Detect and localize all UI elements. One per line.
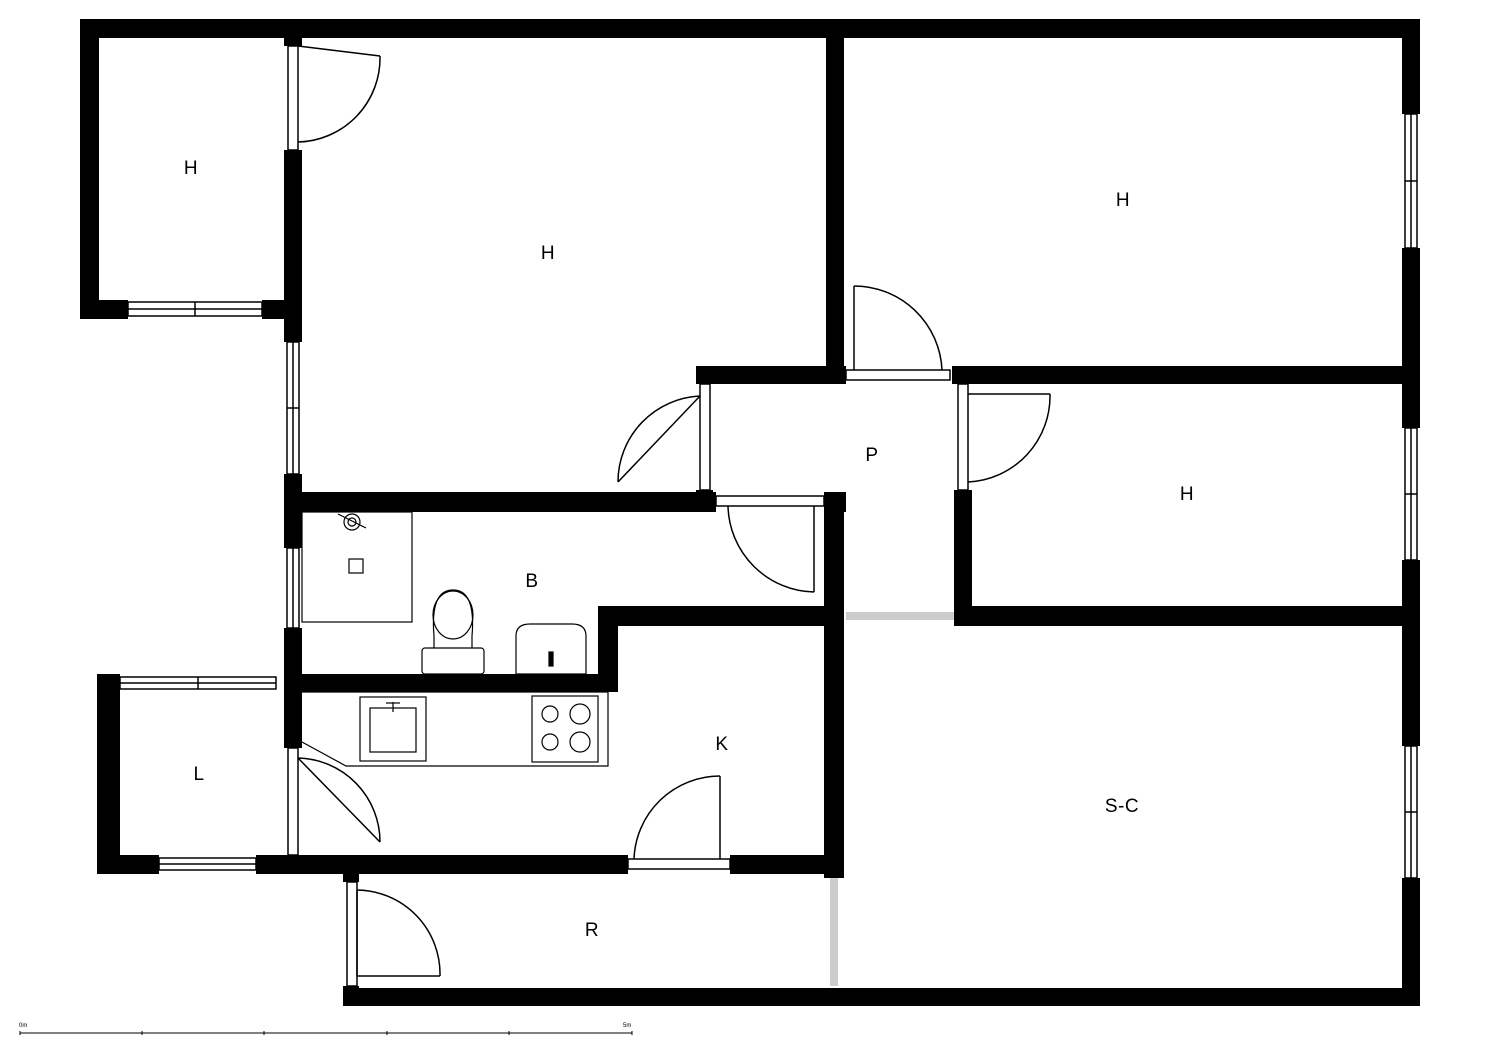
room-label-hallway: P <box>865 445 879 466</box>
door-bathroom <box>715 495 825 593</box>
door-bedroom-large-west <box>287 45 381 151</box>
door-storage <box>346 881 441 987</box>
room-label-bedroom-large-n: H <box>540 243 556 264</box>
room-label-bedroom-small-nw: H <box>183 158 199 179</box>
doors <box>287 45 1051 987</box>
room-label-living-dining: S-C <box>1104 796 1140 817</box>
room-label-kitchen: K <box>715 734 729 755</box>
room-label-storage: R <box>584 920 600 941</box>
door-bedroom-east <box>957 383 1051 491</box>
toilet-icon <box>421 589 485 675</box>
door-bedroom-ne <box>845 285 951 381</box>
room-label-bedroom-e: H <box>1179 484 1195 505</box>
kitchen-counter <box>301 691 609 767</box>
washbasin-icon <box>515 623 587 675</box>
sink-icon <box>359 696 427 762</box>
scale-start-label: 0m <box>19 1023 28 1029</box>
room-label-laundry: L <box>193 764 205 785</box>
shower-icon <box>301 511 413 623</box>
room-label-bathroom: B <box>525 571 539 592</box>
openings <box>830 612 954 986</box>
door-laundry <box>287 747 381 856</box>
scale-end-label: 5m <box>623 1023 632 1029</box>
windows <box>119 113 1418 879</box>
scale-bar <box>19 1031 633 1035</box>
stove-icon <box>531 695 599 763</box>
door-kitchen <box>627 775 731 870</box>
room-label-bedroom-ne: H <box>1115 190 1131 211</box>
fixtures <box>301 511 609 767</box>
walls <box>80 19 1420 1006</box>
door-bedroom-large-south <box>617 383 711 491</box>
